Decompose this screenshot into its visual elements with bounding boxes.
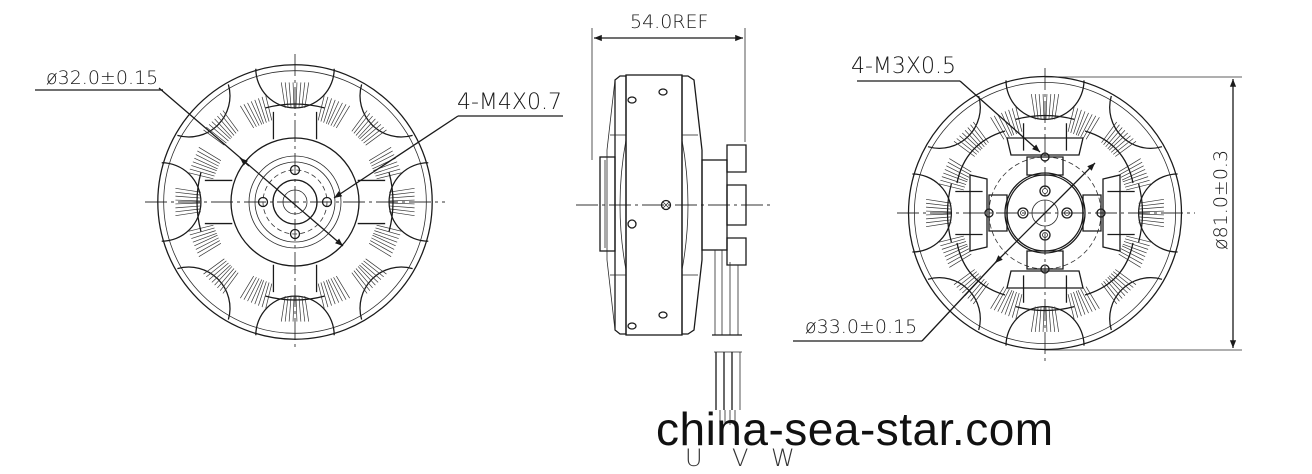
- mount-hole: [257, 196, 269, 208]
- wire-label-w: W: [771, 444, 795, 472]
- mount-hole: [289, 164, 301, 176]
- left-callout-thread: 4-M4X0.7: [333, 90, 563, 199]
- wire-labels: U V W: [685, 444, 795, 472]
- dim-bolt-circle-left: ø32.0±0.15: [46, 67, 158, 89]
- side-view: 54.0REF: [576, 11, 772, 425]
- mount-hole: [289, 228, 301, 240]
- mount-hole: [321, 196, 333, 208]
- dim-outer-diameter: ø81.0±0.3: [1210, 150, 1232, 250]
- dim-length: 54.0REF: [630, 11, 708, 33]
- dim-thread-left: 4-M4X0.7: [457, 90, 562, 115]
- wire-label-v: V: [732, 444, 748, 472]
- left-callout-diameter: ø32.0±0.15: [35, 67, 163, 91]
- right-callout-diameter: ø33.0±0.15: [793, 262, 996, 342]
- watermark: china-sea-star.com: [656, 403, 1054, 455]
- right-front-view: [897, 68, 1195, 361]
- right-callout-outer-diameter: ø81.0±0.3: [1045, 76, 1242, 351]
- dim-thread-right: 4-M3X0.5: [851, 54, 956, 79]
- left-front-view: [145, 54, 445, 350]
- wire-label-u: U: [685, 444, 703, 472]
- dim-bolt-circle-right: ø33.0±0.15: [805, 316, 917, 338]
- right-callout-thread: 4-M3X0.5: [851, 54, 1041, 153]
